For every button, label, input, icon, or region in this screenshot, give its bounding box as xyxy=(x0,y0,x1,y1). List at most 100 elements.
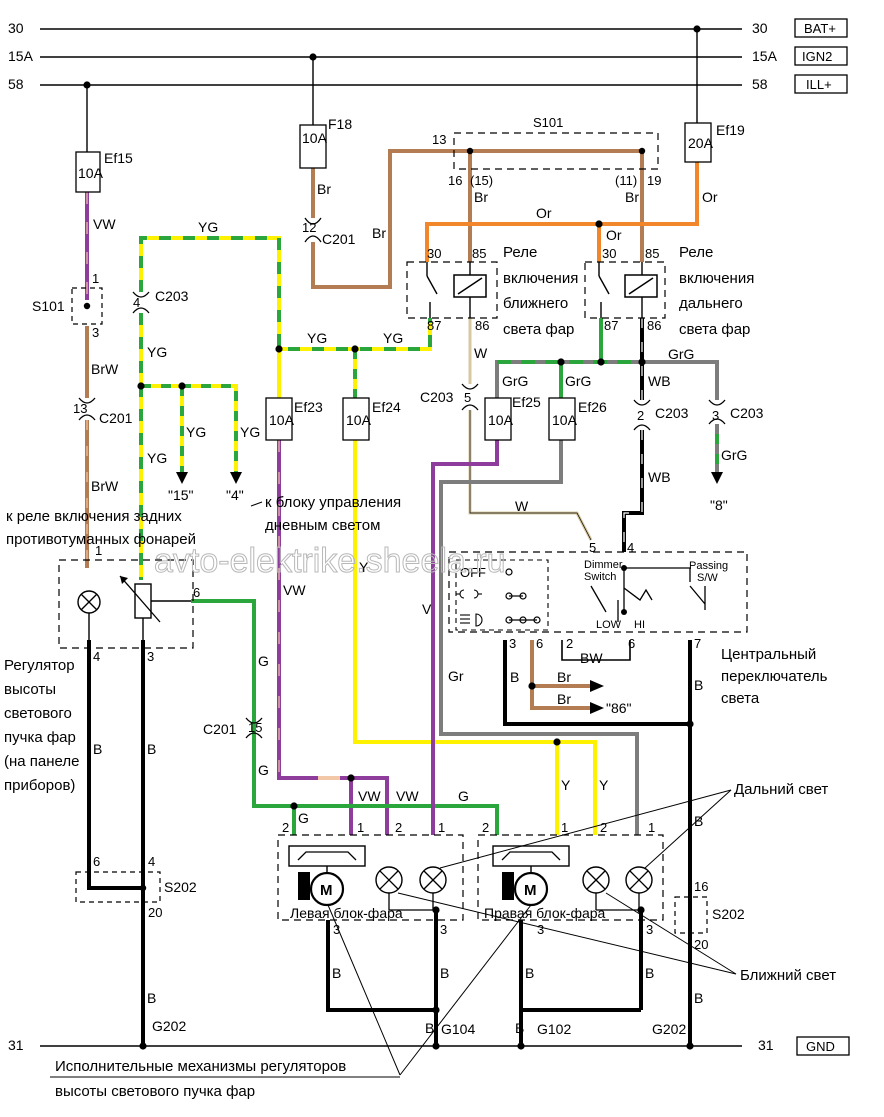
right-headlamp-label: Правая блок-фара xyxy=(484,905,606,921)
fuse-ef19-rating: 20A xyxy=(688,135,714,151)
g104-label: G104 xyxy=(441,1021,475,1037)
pin-85-high: 85 xyxy=(645,246,659,261)
wire-label-vw-3: VW xyxy=(358,788,381,804)
switch-title-line1: Центральный xyxy=(721,646,816,663)
wire-label-b-10: B xyxy=(645,965,654,981)
wire-label-br-5: Br xyxy=(557,669,571,685)
watermark: avto-elektrike.sheela.ru xyxy=(154,542,506,580)
hi-label: HI xyxy=(634,619,645,631)
pin-16-top: 16 xyxy=(448,173,462,188)
wire-label-g-1: G xyxy=(258,653,269,669)
low-label: LOW xyxy=(596,619,622,631)
pin-19-top: 19 xyxy=(647,173,661,188)
pin-7-switch: 7 xyxy=(694,636,701,651)
power-rails xyxy=(40,28,742,1047)
rail-30-right: 30 xyxy=(752,20,768,36)
fuse-ef15-rating: 10A xyxy=(78,165,104,181)
connector-labels: 12 C201 13 C201 4 C203 5 C203 2 C203 3 C… xyxy=(73,220,764,737)
wire-label-b-sw: B xyxy=(510,669,519,685)
beam-height-regulator: 1 6 4 3 xyxy=(58,543,200,664)
fuse-ef25: 10A Ef25 xyxy=(484,394,541,441)
fuse-ef24: 10A Ef24 xyxy=(342,397,401,441)
wire-label-y-3: Y xyxy=(599,777,609,793)
wire-label-g-4: G xyxy=(298,810,309,826)
bat-plus-label: BAT+ xyxy=(804,21,836,36)
wire-b-reg-4 xyxy=(87,640,143,890)
wire-yg-branch xyxy=(141,384,238,472)
wire-bw-switch xyxy=(561,640,631,661)
fuse-ef26-rating: 10A xyxy=(552,412,578,428)
pin-20-s202-right: 20 xyxy=(694,937,708,952)
relay-low-line4: света фар xyxy=(503,321,574,338)
ign2-label: IGN2 xyxy=(802,49,832,64)
wire-g-regulator xyxy=(191,599,499,835)
wire-label-b-6: B xyxy=(147,990,156,1006)
pin-11-top: (11) xyxy=(615,173,637,188)
fuse-ef26: 10A Ef26 xyxy=(548,397,607,441)
dimmer-label: Dimmer xyxy=(584,559,623,571)
wire-label-grg-1: GrG xyxy=(502,373,528,389)
fuse-ef25-rating: 10A xyxy=(488,412,514,428)
regulator-line4: пучка фар xyxy=(4,729,76,746)
pin-6-switch-b: 6 xyxy=(628,636,635,651)
wire-gr-ef26 xyxy=(439,440,639,835)
wire-label-yg-1: YG xyxy=(198,219,218,235)
pin-4-switch: 4 xyxy=(627,540,634,555)
pin-86-low: 86 xyxy=(475,318,489,333)
wire-label-b-4: B xyxy=(93,741,102,757)
pin-15-c201: 15 xyxy=(248,720,262,735)
wire-label-gr: Gr xyxy=(448,668,464,684)
rail-58-right: 58 xyxy=(752,76,768,92)
pin-2-left-a: 2 xyxy=(282,820,289,835)
fuse-ef23-name: Ef23 xyxy=(294,399,323,415)
s101-left-splice: S101 1 3 xyxy=(32,271,103,340)
c203-left-label: C203 xyxy=(155,288,189,304)
wire-br-to-s101 xyxy=(311,149,470,289)
rail-31-left: 31 xyxy=(8,1037,24,1053)
pin-1-right-b: 1 xyxy=(648,820,655,835)
c201-left-label: C201 xyxy=(99,410,133,426)
wire-label-g-3: G xyxy=(458,788,469,804)
fuse-ef23-rating: 10A xyxy=(269,412,295,428)
pin-30-high: 30 xyxy=(602,246,616,261)
ref-8: "8" xyxy=(710,497,728,513)
fuse-ef24-name: Ef24 xyxy=(372,399,401,415)
fuse-ef19-name: Ef19 xyxy=(716,122,745,138)
wire-yg-top-dash xyxy=(139,236,432,351)
s202-right-label: S202 xyxy=(712,906,745,922)
parking-light-icon xyxy=(456,589,482,599)
relay-high-line4: света фар xyxy=(679,321,750,338)
right-headlamp: M 2 1 2 1 3 3 Правая блок-фара xyxy=(477,820,664,937)
pin-3-switch: 3 xyxy=(509,636,516,651)
fuse-ef15: 10A Ef15 xyxy=(75,150,133,193)
pin-2-right-a: 2 xyxy=(482,820,489,835)
wire-label-yg-5: YG xyxy=(186,424,206,440)
actuators-line1: Исполнительные механизмы регуляторов xyxy=(55,1058,346,1075)
pin-85-low: 85 xyxy=(472,246,486,261)
rail-15a-right: 15A xyxy=(752,48,778,64)
pin-3-left-a: 3 xyxy=(333,922,340,937)
c203-right-label: C203 xyxy=(655,405,689,421)
pin-4-s202: 4 xyxy=(148,854,155,869)
wire-label-or-1: Or xyxy=(536,205,552,221)
s202-left: 6 4 20 S202 xyxy=(75,854,197,920)
pin-2-left-b: 2 xyxy=(395,820,402,835)
pin-3-s101: 3 xyxy=(92,325,99,340)
rear-fog-line1: к реле включения задних xyxy=(6,508,182,525)
right-motor-label: M xyxy=(524,882,537,899)
wire-label-g-2: G xyxy=(258,762,269,778)
wire-label-b-5: B xyxy=(147,741,156,757)
captions: Реле включения ближнего света фар Реле в… xyxy=(6,244,836,1100)
s101-top-label: S101 xyxy=(533,115,563,130)
left-headlamp: M 2 1 2 1 3 3 Левая блок-фара xyxy=(277,820,464,937)
wire-label-br-3: Br xyxy=(474,189,488,205)
s101-left-label: S101 xyxy=(32,298,65,314)
wire-label-yg-6: YG xyxy=(240,424,260,440)
pin-16-s202: 16 xyxy=(694,879,708,894)
connector-glyphs xyxy=(78,217,726,739)
s202-right: 16 20 S202 xyxy=(674,879,745,952)
pin-3-c203: 3 xyxy=(712,408,719,423)
pin-5-switch: 5 xyxy=(589,540,596,555)
wire-label-b-2: B xyxy=(694,813,703,829)
rear-fog-line2: противотуманных фонарей xyxy=(6,531,196,548)
